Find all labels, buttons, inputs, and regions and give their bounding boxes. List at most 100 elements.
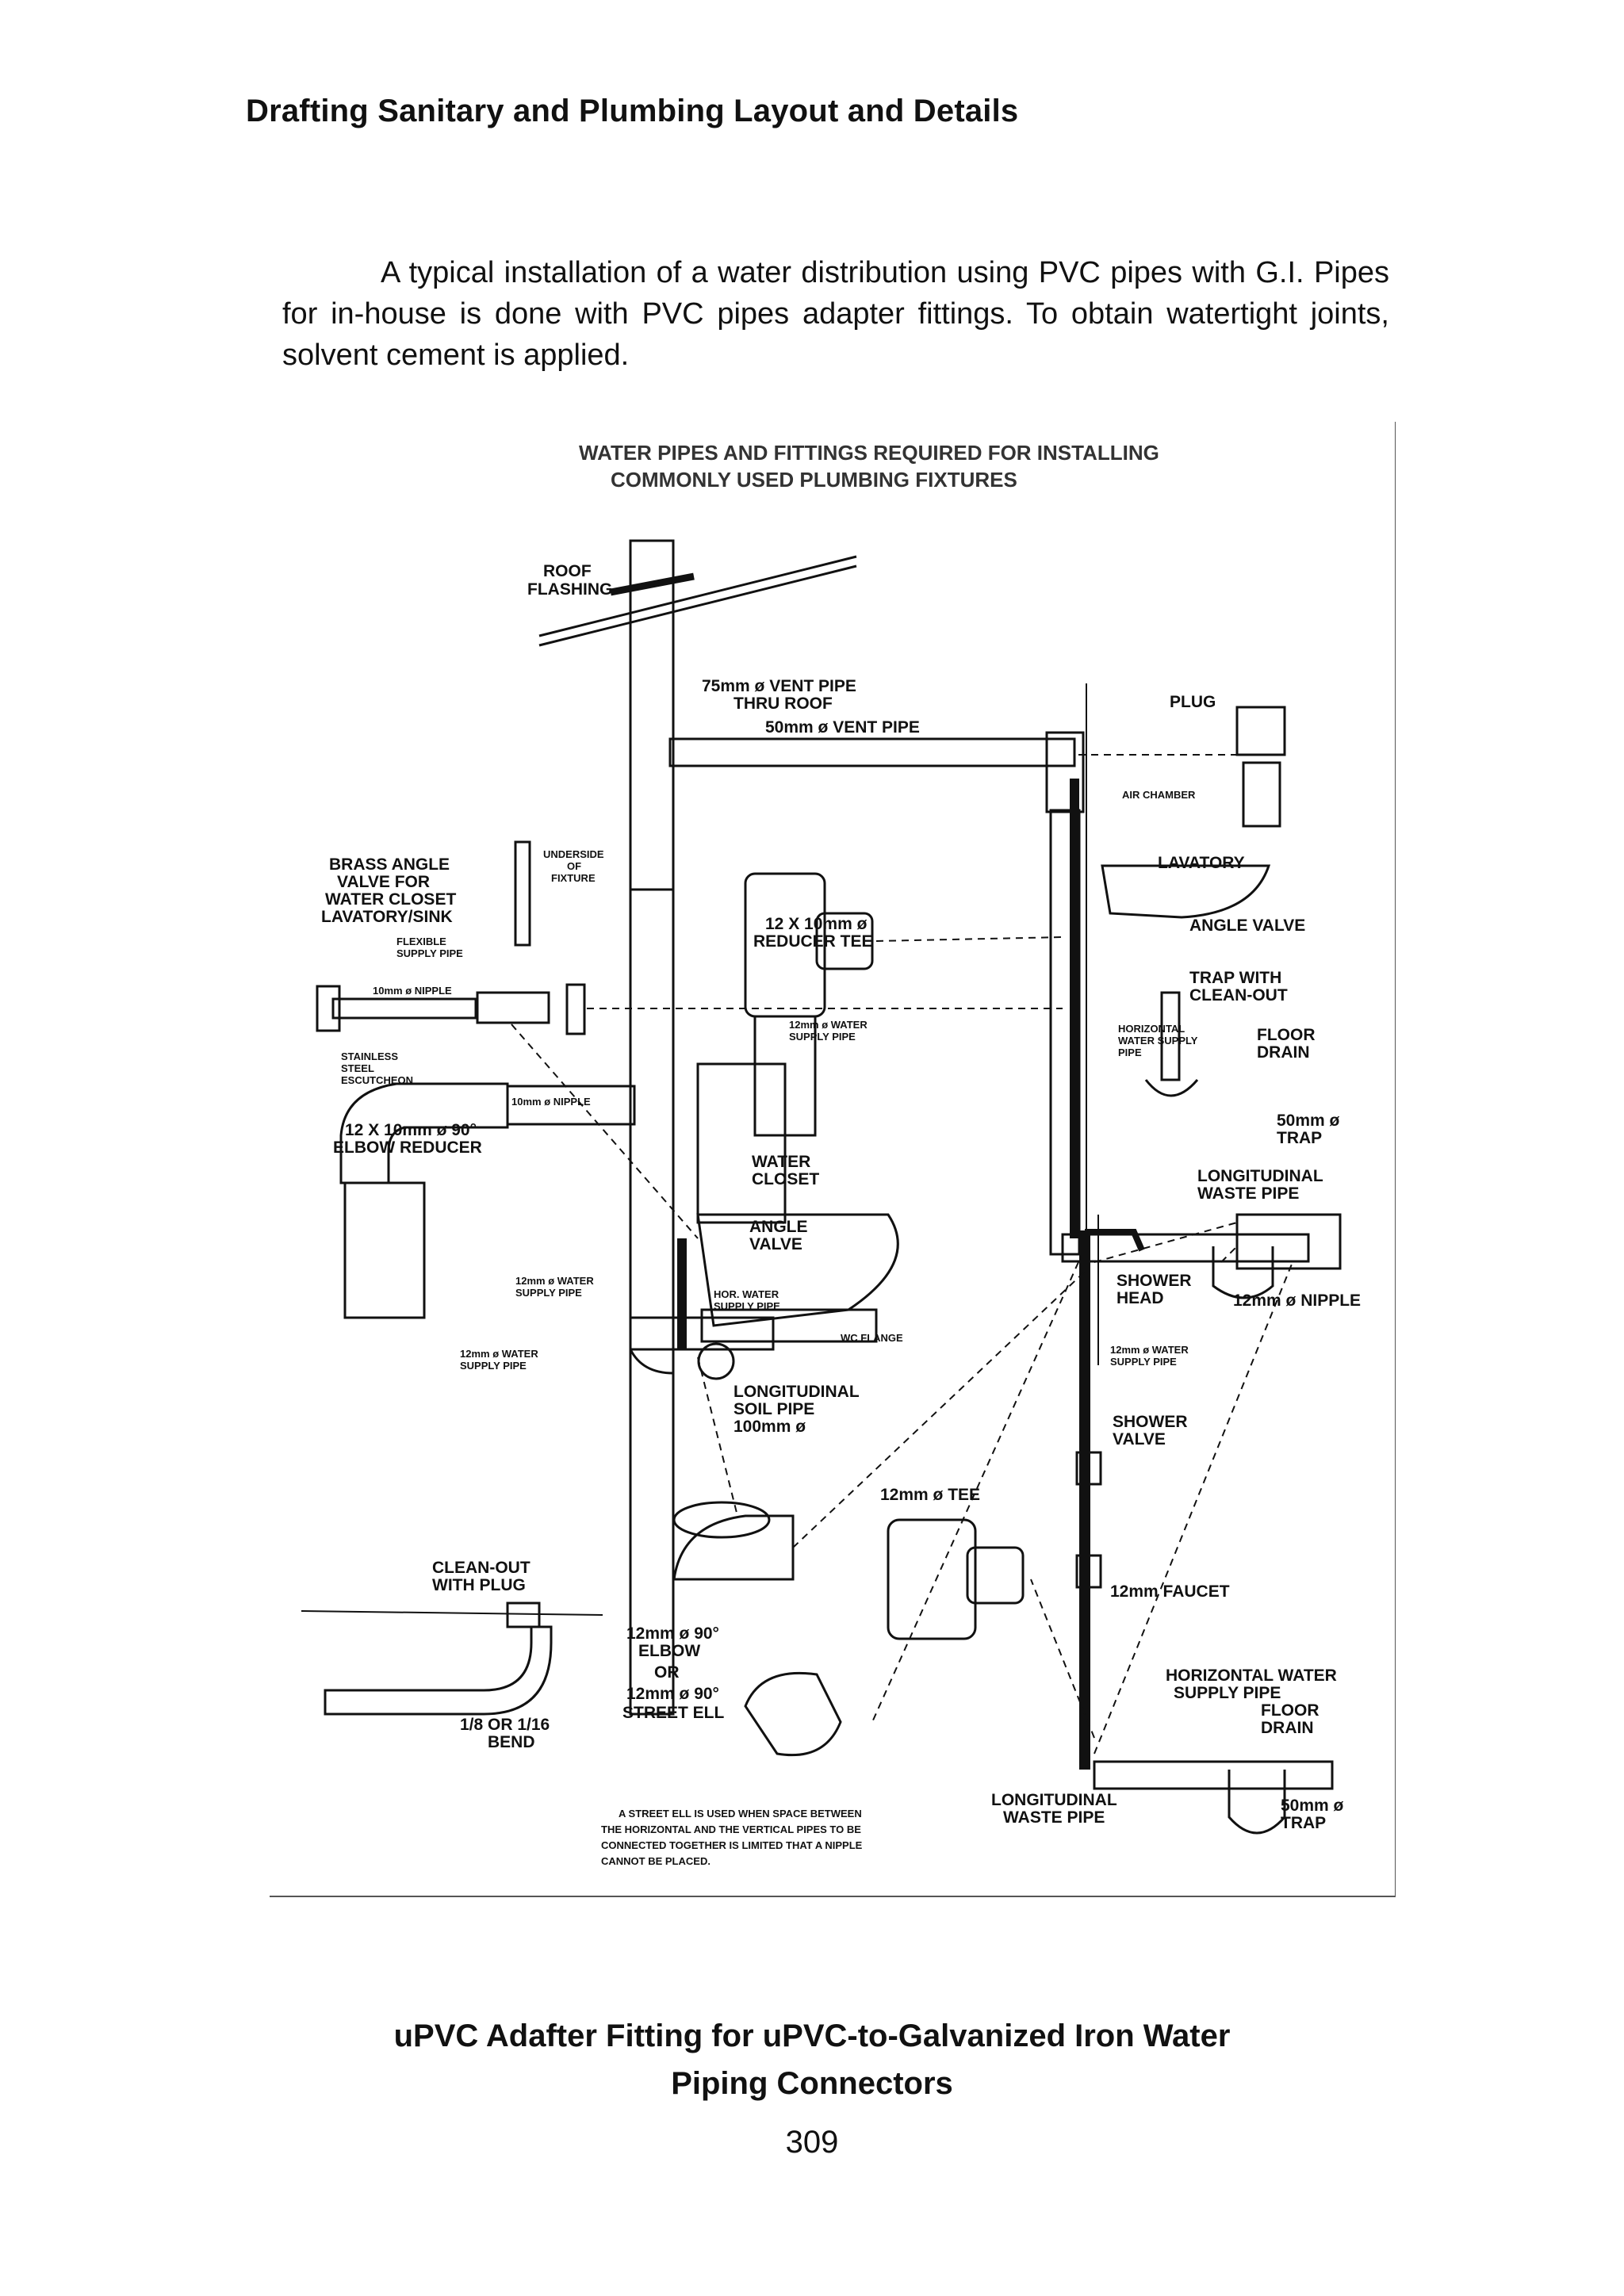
plumbing-diagram: WATER PIPES AND FITTINGS REQUIRED FOR IN… [270,422,1396,1897]
lower-floor-trap [1228,1770,1286,1835]
label-roof: ROOF [543,562,592,580]
reducer-tee-branch [815,912,874,970]
cleanout-bend [324,1625,553,1716]
label-clean-out: CLEAN-OUT [1189,986,1288,1004]
trap-bend [1144,1079,1199,1097]
caption-line2: Piping Connectors [671,2066,953,2101]
vent-stack [629,888,675,1716]
figure-title-line1: WATER PIPES AND FITTINGS REQUIRED FOR IN… [579,441,1159,465]
diagram-labels: ROOF FLASHING 75mm ø VENT PIPE THRU ROOF… [321,562,1361,1867]
tee-12mm-branch [966,1546,1025,1605]
note-line3: CONNECTED TOGETHER IS LIMITED THAT A NIP… [601,1839,863,1851]
label-vent-75: 75mm ø VENT PIPE [702,677,856,695]
label-wc-valve: VALVE [749,1235,802,1253]
label-lwp2-a: LONGITUDINAL [991,1791,1117,1809]
label-plug: PLUG [1170,693,1216,711]
label-underside: UNDERSIDE [543,848,604,860]
label-floor: FLOOR [1257,1026,1316,1044]
label-ws12-a: 12mm ø WATER [789,1019,868,1031]
label-bend-b: BEND [488,1733,535,1751]
flexible-supply-pipe [514,840,531,947]
label-wc-angle: ANGLE [749,1218,808,1236]
label-trap50: 50mm ø [1277,1112,1340,1130]
label-trap-with: TRAP WITH [1189,969,1281,987]
elbow-reducer [339,1082,509,1184]
label-ws12-b: SUPPLY PIPE [789,1031,856,1043]
label-steel: STEEL [341,1062,374,1074]
label-vent-50: 50mm ø VENT PIPE [765,718,920,737]
label-reducer-tee: REDUCER TEE [753,932,873,951]
elbow-90 [672,1514,795,1581]
stack-elbow [629,1349,674,1375]
label-reducer-size: 12 X 10mm ø [765,915,868,933]
brass-valve-body [476,991,550,1024]
label-nipple-12: 12mm ø NIPPLE [1233,1292,1361,1310]
air-chamber-pipe [1242,761,1281,828]
roof-line-lower [538,564,857,647]
label-soil-b: SOIL PIPE [733,1400,814,1418]
label-air-chamber: AIR CHAMBER [1122,789,1196,801]
label-lavatory-sink: LAVATORY/SINK [321,908,453,926]
roof-flashing [610,572,695,596]
label-valve-for: VALVE FOR [337,873,430,891]
label-hor-supply-a: HOR. WATER [714,1288,779,1300]
label-bend-a: 1/8 OR 1/16 [460,1716,550,1734]
label-elbow-90-c: OR [654,1663,680,1682]
label-water: WATER [752,1153,810,1171]
label-angle-valve: ANGLE VALVE [1189,916,1305,935]
street-ell [744,1671,842,1757]
label-elbow-90-e: STREET ELL [622,1704,725,1722]
wc-tank [696,1062,787,1224]
label-flashing: FLASHING [527,580,612,599]
label-soil-c: 100mm ø [733,1418,806,1436]
elbow-supply-pipe [343,1181,426,1319]
label-cleanout-a: CLEAN-OUT [432,1559,530,1577]
label-elbow-90-b: ELBOW [638,1642,700,1660]
escutcheon [316,985,341,1032]
label-fd2-a: FLOOR [1261,1701,1320,1720]
label-flexible: FLEXIBLE [396,936,446,947]
label-supply-pipe: SUPPLY PIPE [396,947,463,959]
label-lwp2-b: WASTE PIPE [1003,1808,1105,1827]
label-of: OF [567,860,581,872]
page-number: 309 [785,2125,839,2160]
tee-12mm-body [887,1518,977,1640]
figure-caption: uPVC Adafter Fitting for uPVC-to-Galvani… [0,2012,1624,2107]
label-nipple-10: 10mm ø NIPPLE [373,985,452,997]
nipple-10mm [331,997,477,1020]
label-low-supply-a: 12mm ø WATER [460,1348,538,1360]
label-wc-flange: WC FLANGE [841,1332,903,1344]
label-shower-valve-b: VALVE [1113,1430,1166,1448]
label-thru-roof: THRU ROOF [733,695,833,713]
label-faucet: 12mm FAUCET [1110,1582,1230,1601]
label-brass: BRASS ANGLE [329,855,450,874]
dashed-leaders [511,754,1293,1755]
label-closet: CLOSET [752,1170,819,1188]
vent-stack-upper [629,539,675,891]
label-drain: DRAIN [1257,1043,1310,1062]
lavatory-trap [1160,991,1181,1081]
label-hws-a: HORIZONTAL WATER [1166,1667,1337,1685]
faucet-tee [1075,1554,1102,1589]
label-cleanout-b: WITH PLUG [432,1576,526,1594]
note-line2: THE HORIZONTAL AND THE VERTICAL PIPES TO… [601,1823,861,1835]
label-wc-supply-b: SUPPLY PIPE [515,1287,582,1299]
label-low-supply-b: SUPPLY PIPE [460,1360,527,1372]
label-fd2-b: DRAIN [1261,1719,1314,1737]
label-horizontal: HORIZONTAL [1118,1023,1185,1035]
longitudinal-waste-pipe [1061,1233,1310,1263]
figure-title-line2: COMMONLY USED PLUMBING FIXTURES [611,468,1017,492]
valve-handle [565,983,586,1035]
label-nipple-10b: 10mm ø NIPPLE [511,1096,591,1108]
label-shower-head-a: SHOWER [1116,1272,1192,1290]
running-header: Drafting Sanitary and Plumbing Layout an… [246,94,1019,128]
cleanout-plug [506,1601,541,1628]
floor-trap [1212,1246,1274,1299]
lower-waste-pipe [1093,1760,1334,1790]
label-pipe: PIPE [1118,1047,1142,1058]
note-line4: CANNOT BE PLACED. [601,1855,710,1867]
label-shower-head-b: HEAD [1116,1289,1164,1307]
label-escutcheon: ESCUTCHEON [341,1074,413,1086]
label-soil-a: LONGITUDINAL [733,1383,860,1401]
label-fixture: FIXTURE [551,872,596,884]
